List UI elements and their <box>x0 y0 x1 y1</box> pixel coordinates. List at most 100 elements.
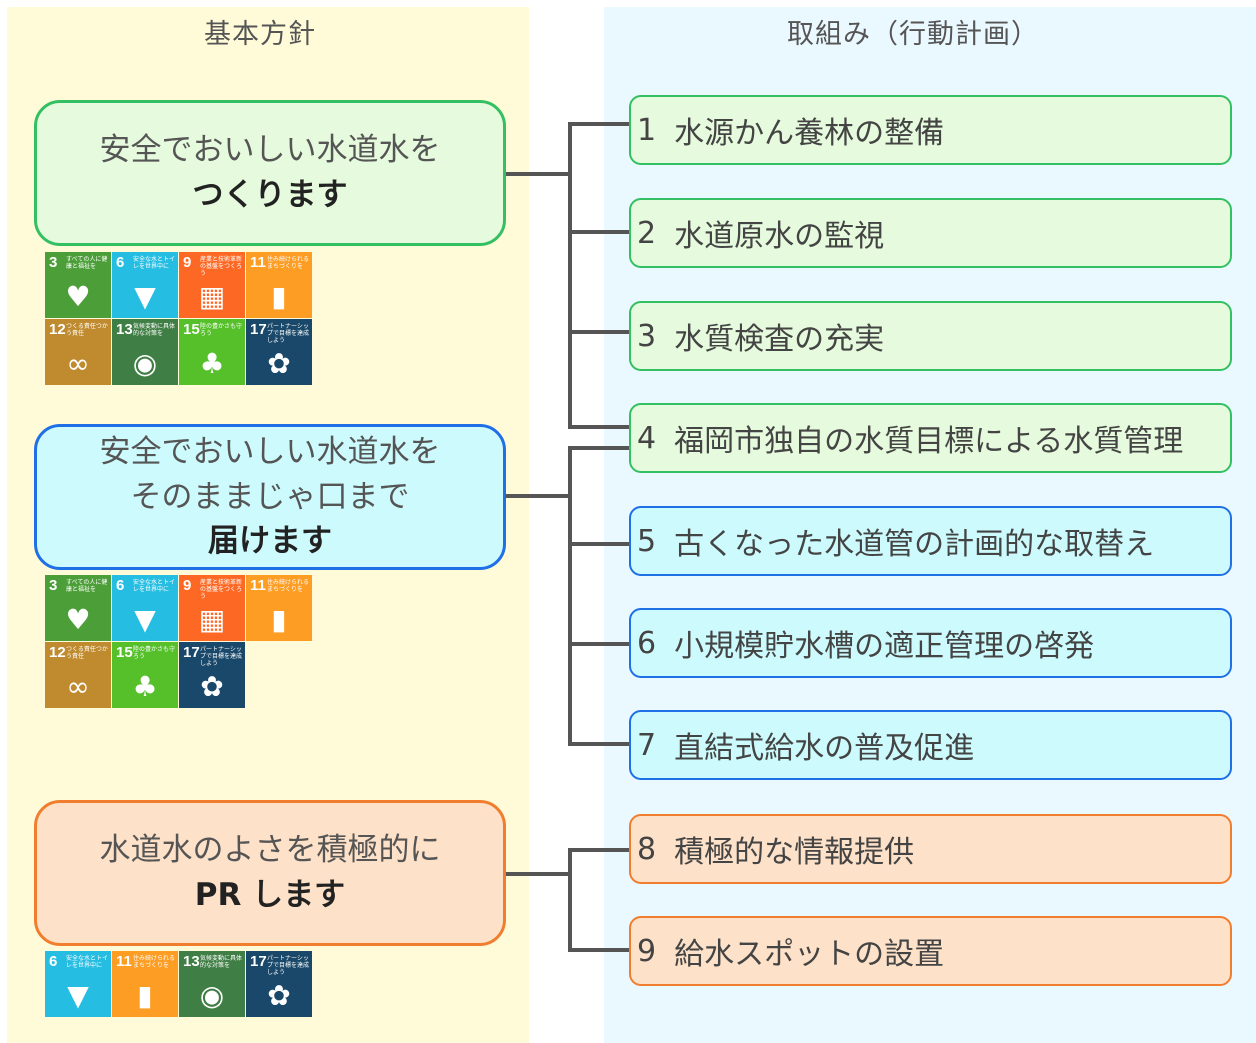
sdg-9-tile: 9 産業と技術革新の基盤をつくろう ▦ <box>179 575 245 641</box>
sdg-goal-text: 住み続けられるまちづくりを <box>267 579 310 593</box>
sdg-number: 11 <box>250 577 266 594</box>
sdg-goal-text: 陸の豊かさも守ろう <box>200 323 243 337</box>
sdg-goal-text: 気候変動に具体的な対策を <box>133 323 176 337</box>
action-item-8: 8 積極的な情報提供 <box>629 814 1232 884</box>
action-3-number: 3 <box>637 318 657 354</box>
action-9-label: 給水スポットの設置 <box>674 937 945 972</box>
sdg-number: 3 <box>49 254 58 271</box>
sdg-goal-text: 安全な水とトイレを世界中に <box>66 955 109 969</box>
sdg-number: 12 <box>49 644 66 661</box>
action-column-title: 取組み（行動計画） <box>787 19 1039 50</box>
action-7-label: 直結式給水の普及促進 <box>674 731 975 766</box>
sdg-number: 17 <box>183 644 200 661</box>
flower-icon: ✿ <box>267 347 291 380</box>
action-8-label: 積極的な情報提供 <box>674 835 915 870</box>
action-2-number: 2 <box>637 215 657 251</box>
eye-globe-icon: ◉ <box>199 979 225 1012</box>
sdg-number: 3 <box>49 577 58 594</box>
sdg-number: 6 <box>116 577 125 594</box>
cubes-icon: ▦ <box>198 603 226 636</box>
policy-2-emphasis: 届けます <box>208 523 332 560</box>
sdg-number: 17 <box>250 953 267 970</box>
action-item-1: 1 水源かん養林の整備 <box>629 95 1232 165</box>
flower-icon: ✿ <box>267 979 291 1012</box>
sdg-goal-text: 住み続けられるまちづくりを <box>267 256 310 270</box>
policy-2-line1: 安全でおいしい水道水を <box>99 433 441 470</box>
sdg-number: 13 <box>183 953 200 970</box>
city-icon: ▮ <box>271 280 287 313</box>
action-item-9: 9 給水スポットの設置 <box>629 916 1232 986</box>
policy-column-title: 基本方針 <box>204 19 316 50</box>
infinity-icon: ∞ <box>66 347 90 380</box>
sdg-goal-text: 安全な水とトイレを世界中に <box>133 579 176 593</box>
sdg-3-tile: 3 すべての人に健康と福祉を ♥ <box>45 252 111 318</box>
city-icon: ▮ <box>271 603 287 636</box>
sdg-goal-text: 住み続けられるまちづくりを <box>133 955 176 969</box>
water-drop-icon: ▼ <box>134 603 156 636</box>
sdg-goal-text: 陸の豊かさも守ろう <box>133 646 176 660</box>
sdg-goal-text: すべての人に健康と福祉を <box>66 256 108 270</box>
action-5-label: 古くなった水道管の計画的な取替え <box>674 527 1155 562</box>
infinity-icon: ∞ <box>66 670 90 703</box>
tree-icon: ♣ <box>132 670 158 703</box>
sdg-number: 15 <box>116 644 133 661</box>
sdg-number: 9 <box>183 577 192 594</box>
flower-icon: ✿ <box>200 670 224 703</box>
action-1-number: 1 <box>637 112 657 148</box>
policy-3-line1: 水道水のよさを積極的に <box>99 832 441 869</box>
sdg-goal-text: つくる責任つかう責任 <box>66 646 108 660</box>
action-2-label: 水道原水の監視 <box>674 219 885 254</box>
policy-box-1: 安全でおいしい水道水を つくります <box>34 100 506 246</box>
action-8-number: 8 <box>637 831 657 867</box>
action-item-6: 6 小規模貯水槽の適正管理の啓発 <box>629 608 1232 678</box>
action-item-3: 3 水質検査の充実 <box>629 301 1232 371</box>
action-6-label: 小規模貯水槽の適正管理の啓発 <box>674 629 1095 664</box>
action-9-number: 9 <box>637 933 657 969</box>
heartbeat-icon: ♥ <box>65 280 91 313</box>
sdg-goal-text: パートナーシップで目標を達成しよう <box>200 646 243 667</box>
sdg-goal-text: パートナーシップで目標を達成しよう <box>267 323 310 344</box>
tree-icon: ♣ <box>199 347 225 380</box>
action-4-label: 福岡市独自の水質目標による水質管理 <box>674 424 1184 459</box>
sdg-number: 6 <box>49 953 58 970</box>
sdg-number: 12 <box>49 321 66 338</box>
action-item-5: 5 古くなった水道管の計画的な取替え <box>629 506 1232 576</box>
action-item-2: 2 水道原水の監視 <box>629 198 1232 268</box>
sdg-goal-text: 安全な水とトイレを世界中に <box>133 256 176 270</box>
action-6-number: 6 <box>637 625 657 661</box>
water-drop-icon: ▼ <box>134 280 156 313</box>
city-icon: ▮ <box>137 979 153 1012</box>
action-3-label: 水質検査の充実 <box>674 322 885 357</box>
action-4-number: 4 <box>637 420 657 456</box>
sdg-number: 15 <box>183 321 200 338</box>
sdg-number: 9 <box>183 254 192 271</box>
action-5-number: 5 <box>637 523 657 559</box>
sdg-goal-text: 産業と技術革新の基盤をつくろう <box>200 579 243 600</box>
action-item-7: 7 直結式給水の普及促進 <box>629 710 1232 780</box>
policy-1-line1: 安全でおいしい水道水を <box>99 132 441 169</box>
sdg-goal-text: 気候変動に具体的な対策を <box>200 955 243 969</box>
sdg-goal-text: 産業と技術革新の基盤をつくろう <box>200 256 243 277</box>
cubes-icon: ▦ <box>198 280 226 313</box>
policy-box-2: 安全でおいしい水道水を そのままじゃ口まで 届けます <box>34 424 506 570</box>
sdg-number: 13 <box>116 321 133 338</box>
policy-2-line2: そのままじゃ口まで <box>130 478 410 515</box>
sdg-9-tile: 9 産業と技術革新の基盤をつくろう ▦ <box>179 252 245 318</box>
sdg-number: 11 <box>116 953 132 970</box>
action-item-4: 4 福岡市独自の水質目標による水質管理 <box>629 403 1232 473</box>
